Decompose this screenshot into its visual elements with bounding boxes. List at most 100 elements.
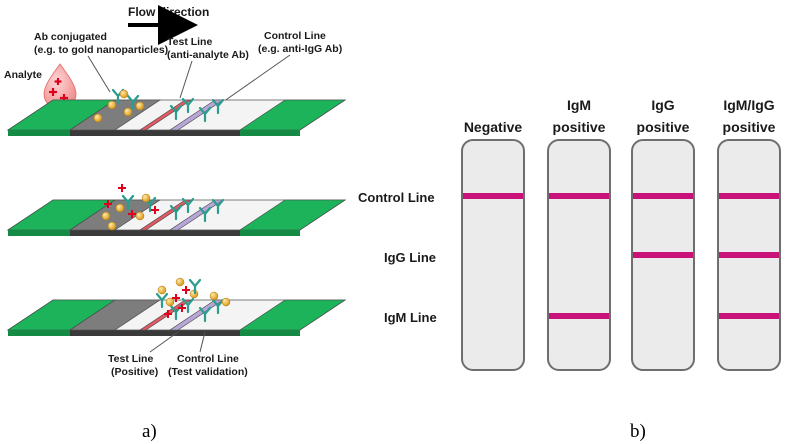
control-band <box>633 193 693 199</box>
ab-conjugated-sublabel: (e.g. to gold nanoparticles) <box>34 44 168 56</box>
strip-title-line1: IgM/IgG <box>723 97 774 113</box>
antibody-icon <box>188 278 202 295</box>
analyte-icon <box>172 294 180 302</box>
antibody-icon <box>169 104 183 121</box>
row-label-igm: IgM Line <box>384 310 437 325</box>
result-strips: Negative IgM positive IgG positive IgM/IgG pos… <box>461 97 781 371</box>
panel-b-caption: b) <box>630 421 646 442</box>
gold-nanoparticle-icon <box>123 107 133 117</box>
test-band-1 <box>139 99 192 131</box>
strip-title-line2: Negative <box>464 119 523 135</box>
test-line-sublabel: (anti-analyte Ab) <box>167 49 249 61</box>
gold-nanoparticle-icon <box>165 297 175 307</box>
ab-leader-line <box>87 55 111 93</box>
control-leader-line <box>219 54 291 105</box>
antibody-icon <box>211 198 225 215</box>
analyte-icon <box>178 304 186 312</box>
strip-title-line2: positive <box>723 119 776 135</box>
analyte-icon <box>104 200 112 208</box>
igm-band <box>549 313 609 319</box>
test-line-label: Test Line <box>167 36 212 48</box>
strip-title-line2: positive <box>637 119 690 135</box>
bottom-control-leader <box>199 331 206 353</box>
gold-nanoparticle-icon <box>107 221 117 231</box>
control-band <box>549 193 609 199</box>
lateral-flow-strip-2 <box>6 184 347 236</box>
antibody-icon <box>198 206 212 223</box>
antibody-icon <box>121 194 135 211</box>
igg-band <box>719 252 779 258</box>
antibody-icon <box>181 97 195 114</box>
control-band <box>719 193 779 199</box>
strip-base-1 <box>8 130 300 136</box>
lateral-flow-strip-1 <box>6 88 347 136</box>
bottom-test-leader <box>149 331 179 353</box>
analyte-label: Analyte <box>4 69 42 81</box>
strip-base-2 <box>8 230 300 236</box>
result-strip-1: Negative <box>461 119 525 371</box>
ab-conjugated-label: Ab conjugated <box>34 31 107 43</box>
analyte-icon <box>182 286 190 294</box>
strip-title-line1: IgG <box>651 97 674 113</box>
lateral-flow-strip-3 <box>6 277 347 336</box>
result-strip-3: IgG positive <box>631 97 695 371</box>
panel-a-lateral-flow-strips: Flow direction Analyte Ab conjugated (e.… <box>4 5 347 442</box>
analyte-icon <box>118 184 126 192</box>
sample-pad-edge-1 <box>8 130 70 136</box>
igg-band <box>633 252 693 258</box>
flow-direction-label: Flow direction <box>128 5 209 19</box>
analyte-icon <box>164 310 172 318</box>
antibody-icon <box>198 106 212 123</box>
antibody-icon <box>155 292 169 309</box>
strip-a-group <box>6 88 347 336</box>
strip-body <box>461 139 525 371</box>
control-line-sublabel: (e.g. anti-IgG Ab) <box>258 43 342 55</box>
test-leader-line <box>179 60 193 99</box>
bottom-test-line-label: Test Line <box>108 353 153 365</box>
row-label-igg: IgG Line <box>384 250 436 265</box>
gold-nanoparticle-icon <box>135 101 145 111</box>
panel-a-caption: a) <box>142 421 157 442</box>
strip-base-3 <box>8 330 300 336</box>
antibody-icon <box>211 98 225 115</box>
row-label-control: Control Line <box>358 190 435 205</box>
gold-nanoparticle-icon <box>107 100 117 110</box>
absorbent-pad-edge-3 <box>240 330 300 336</box>
strip-title-line2: positive <box>553 119 606 135</box>
test-band-2 <box>139 199 192 231</box>
gold-nanoparticle-icon <box>135 211 145 221</box>
gold-nanoparticle-icon <box>119 89 129 99</box>
gold-nanoparticle-icon <box>93 113 103 123</box>
bottom-control-line-label: Control Line <box>177 353 239 365</box>
result-strip-4: IgM/IgG positive <box>717 97 781 371</box>
gold-nanoparticle-icon <box>221 297 231 307</box>
analyte-icon <box>128 210 136 218</box>
gold-nanoparticle-icon <box>115 203 125 213</box>
gold-nanoparticle-icon <box>175 277 185 287</box>
gold-nanoparticle-icon <box>157 285 167 295</box>
antibody-icon <box>169 204 183 221</box>
strip-title-line1: IgM <box>567 97 591 113</box>
antibody-icon <box>126 94 140 111</box>
result-strip-2: IgM positive <box>547 97 611 371</box>
antibody-icon <box>181 197 195 214</box>
bottom-test-line-sublabel: (Positive) <box>111 366 158 378</box>
conjugate-pad-3 <box>69 299 161 331</box>
gold-nanoparticle-icon <box>209 291 219 301</box>
gold-nanoparticle-icon <box>141 193 151 203</box>
igm-band <box>719 313 779 319</box>
bottom-control-line-sublabel: (Test validation) <box>168 366 248 378</box>
antibody-icon <box>198 306 212 323</box>
strip-body <box>547 139 611 371</box>
absorbent-pad-edge-1 <box>240 130 300 136</box>
control-line-label: Control Line <box>264 30 326 42</box>
sample-pad-edge-3 <box>8 330 70 336</box>
control-band <box>463 193 523 199</box>
sample-pad-edge-2 <box>8 230 70 236</box>
antibody-icon <box>181 297 195 314</box>
absorbent-pad-edge-2 <box>240 230 300 236</box>
analyte-icon <box>151 206 159 214</box>
gold-nanoparticle-icon <box>101 211 111 221</box>
panel-b-result-interpretation: Control Line IgG Line IgM Line Negative I… <box>358 97 781 442</box>
